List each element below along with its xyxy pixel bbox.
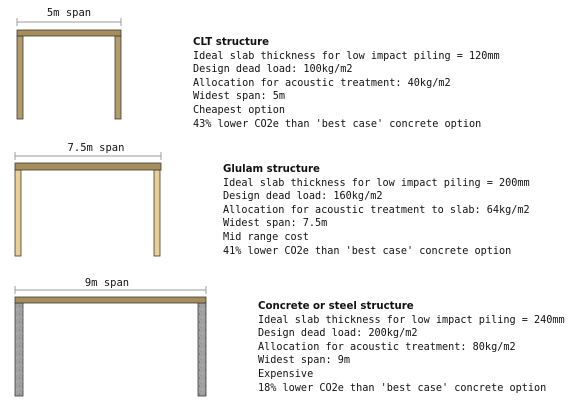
- clt-line-span: Widest span: 5m: [193, 91, 286, 103]
- glulam-line-co2: 41% lower CO2e than 'best case' concrete…: [223, 245, 512, 257]
- glulam-line-slab: Ideal slab thickness for low impact pili…: [223, 177, 530, 189]
- concrete-line-cost: Expensive: [258, 368, 314, 380]
- clt-frame: 5m span: [16, 7, 122, 120]
- clt-beam: [16, 29, 122, 37]
- concrete-beam: [14, 296, 207, 304]
- concrete-column-left: [14, 302, 24, 397]
- concrete-span-label: 9m span: [85, 277, 129, 289]
- concrete-title: Concrete or steel structure: [258, 301, 414, 312]
- glulam-beam: [14, 162, 162, 171]
- concrete-line-slab: Ideal slab thickness for low impact pili…: [258, 314, 565, 326]
- clt-info: CLT structure Ideal slab thickness for l…: [193, 36, 500, 131]
- glulam-post-left: [14, 169, 22, 257]
- glulam-line-dead-load: Design dead load: 160kg/m2: [223, 191, 383, 203]
- glulam-line-acoustic: Allocation for acoustic treatment to sla…: [223, 204, 530, 216]
- concrete-line-co2: 18% lower CO2e than 'best case' concrete…: [258, 382, 547, 394]
- clt-post-right: [114, 35, 122, 120]
- clt-span-label: 5m span: [47, 7, 91, 19]
- clt-line-dead-load: Design dead load: 100kg/m2: [193, 64, 353, 76]
- clt-title: CLT structure: [193, 37, 270, 48]
- concrete-line-span: Widest span: 9m: [258, 355, 351, 367]
- clt-line-co2: 43% lower CO2e than 'best case' concrete…: [193, 118, 482, 130]
- glulam-title: Glulam structure: [223, 164, 320, 175]
- clt-line-cost: Cheapest option: [193, 104, 286, 116]
- concrete-info: Concrete or steel structure Ideal slab t…: [258, 300, 565, 395]
- concrete-frame: 9m span: [14, 277, 207, 397]
- concrete-line-acoustic: Allocation for acoustic treatment: 80kg/…: [258, 341, 516, 353]
- clt-line-acoustic: Allocation for acoustic treatment: 40kg/…: [193, 77, 451, 89]
- glulam-line-cost: Mid range cost: [223, 231, 309, 243]
- clt-post-left: [16, 35, 24, 120]
- glulam-span-label: 7.5m span: [68, 142, 125, 154]
- concrete-line-dead-load: Design dead load: 200kg/m2: [258, 328, 418, 340]
- concrete-column-right: [197, 302, 207, 397]
- glulam-frame: 7.5m span: [14, 142, 162, 257]
- glulam-post-right: [153, 169, 161, 257]
- glulam-line-span: Widest span: 7.5m: [223, 218, 328, 230]
- glulam-info: Glulam structure Ideal slab thickness fo…: [223, 163, 530, 258]
- clt-line-slab: Ideal slab thickness for low impact pili…: [193, 50, 500, 62]
